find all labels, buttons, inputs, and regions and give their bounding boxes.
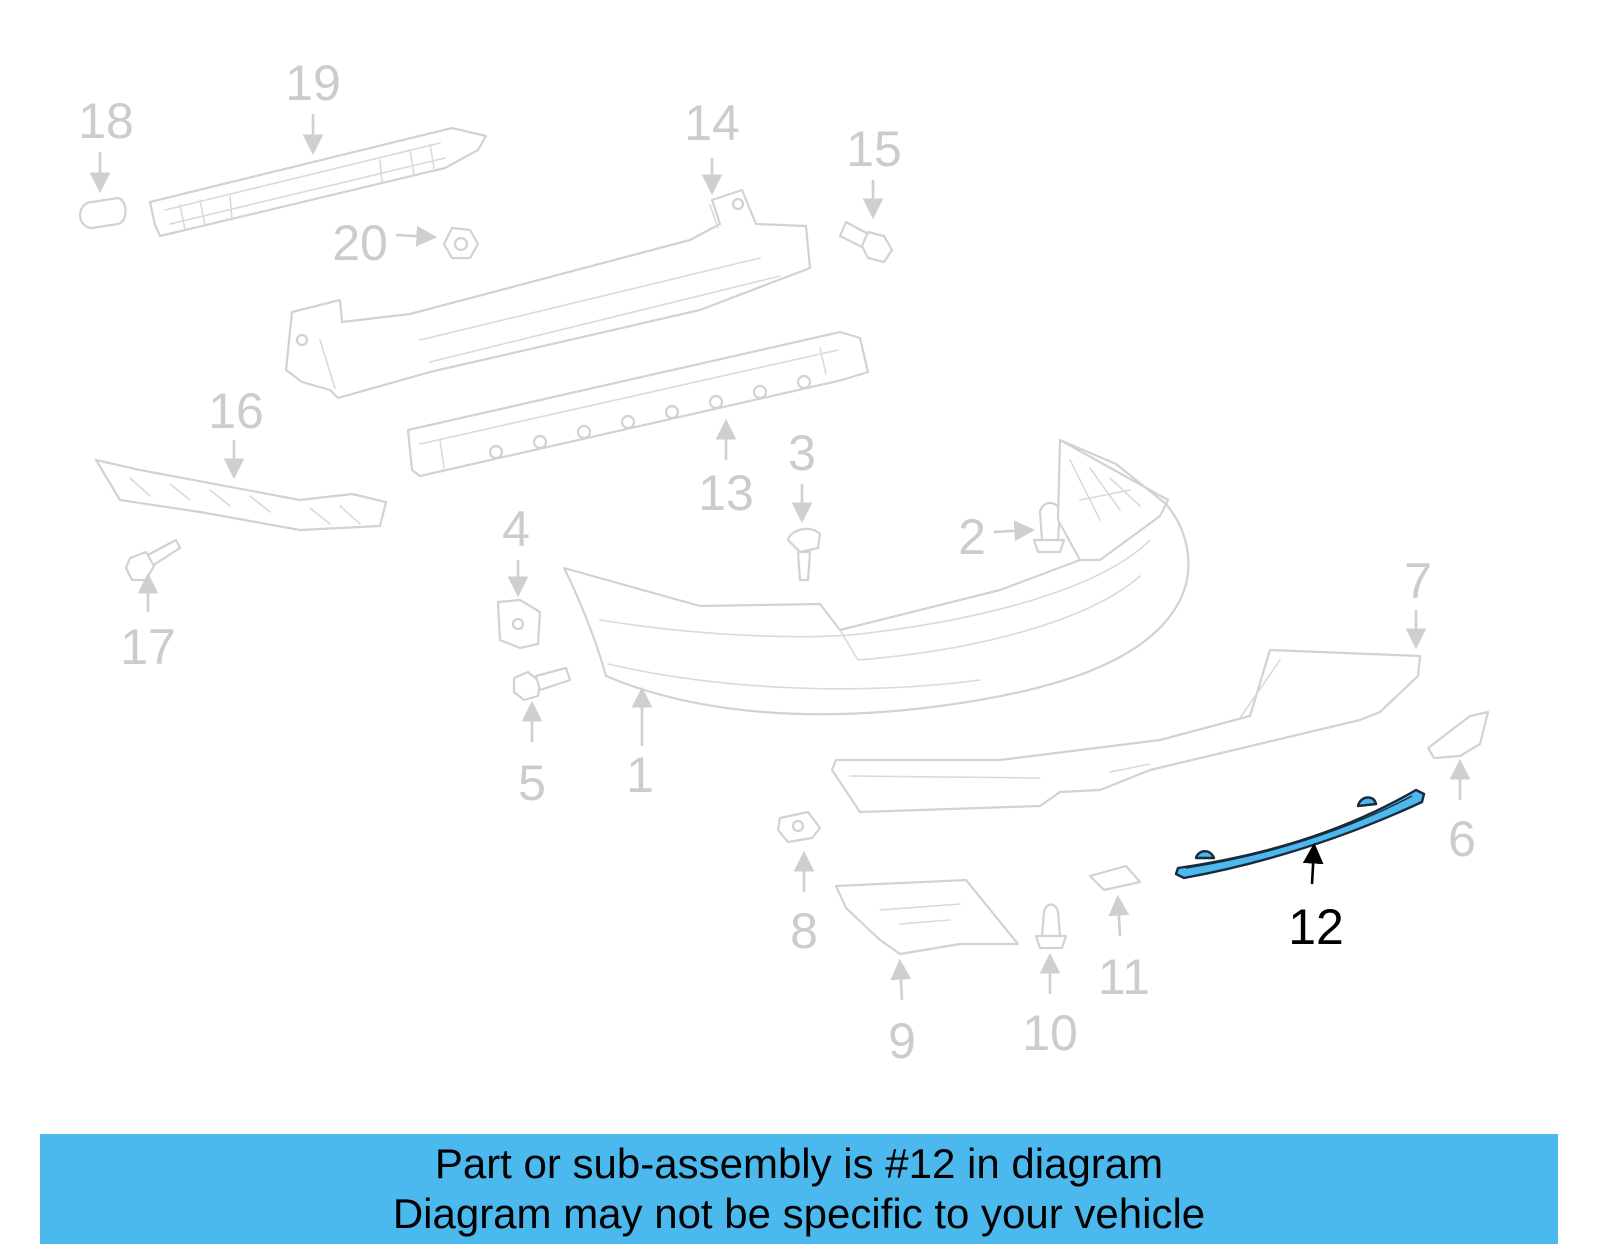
part-6-bracket (1426, 710, 1490, 760)
part-15-bolt (838, 220, 894, 264)
callout-5: 5 (518, 755, 546, 811)
part-14-reinforcement (284, 188, 812, 400)
part-11-clip (1088, 864, 1142, 892)
part-16-bracket (94, 458, 388, 532)
callout-20: 20 (332, 215, 388, 271)
callout-8: 8 (790, 903, 818, 959)
banner-line-part-number: Part or sub-assembly is #12 in diagram (434, 1140, 1164, 1187)
callout-11: 11 (1098, 949, 1150, 1005)
leader-lines (89, 114, 1471, 1001)
part-9-bracket (834, 878, 1020, 956)
callout-14: 14 (684, 95, 740, 151)
callout-2: 2 (958, 509, 986, 565)
part-18-cap (78, 196, 127, 230)
part-10-clip (1034, 903, 1068, 950)
callout-15: 15 (846, 121, 902, 177)
part-12-reflector-highlighted (1174, 788, 1426, 880)
callout-7: 7 (1404, 553, 1432, 609)
callout-18: 18 (78, 93, 134, 149)
callout-10: 10 (1022, 1005, 1078, 1061)
callout-labels: 18 19 20 14 15 16 17 13 3 4 2 7 5 1 6 8 … (78, 55, 1476, 1069)
part-1-bumper-cover (562, 438, 1190, 716)
part-19-absorber (148, 126, 488, 238)
callout-9: 9 (888, 1013, 916, 1069)
part-4-bracket (496, 598, 542, 650)
callout-17: 17 (120, 619, 176, 675)
part-8-clip (776, 810, 822, 844)
parts-diagram: 18 19 20 14 15 16 17 13 3 4 2 7 5 1 6 8 … (78, 55, 1490, 1069)
callout-1: 1 (626, 747, 654, 803)
callout-13: 13 (698, 465, 754, 521)
banner-line-disclaimer: Diagram may not be specific to your vehi… (392, 1190, 1206, 1237)
part-17-screw (124, 538, 182, 582)
callout-12-highlighted: 12 (1288, 899, 1344, 955)
callout-19: 19 (285, 55, 341, 111)
part-20-nut (442, 226, 480, 260)
callout-16: 16 (208, 383, 264, 439)
callout-3: 3 (788, 425, 816, 481)
part-7-lower-cover (830, 648, 1422, 814)
part-3-clip (786, 527, 822, 582)
part-2-clip (1032, 501, 1066, 554)
info-banner: Part or sub-assembly is #12 in diagram D… (40, 1134, 1558, 1244)
part-5-screw (512, 666, 572, 702)
callout-6: 6 (1448, 811, 1476, 867)
callout-4: 4 (502, 501, 530, 557)
part-13-retainer (406, 330, 870, 478)
